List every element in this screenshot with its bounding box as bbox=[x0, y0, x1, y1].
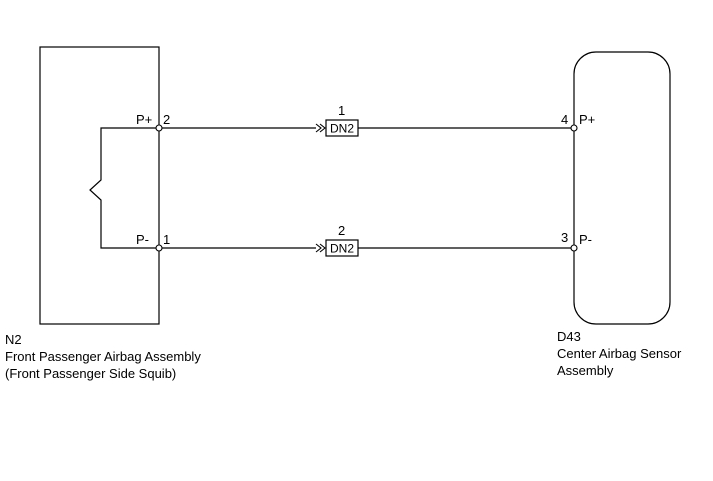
right-component-caption: D43 Center Airbag Sensor Assembly bbox=[557, 328, 681, 379]
right-terminal-pin: 3 bbox=[561, 230, 568, 245]
connector-label: DN2 bbox=[330, 242, 354, 256]
left-terminal-name: P- bbox=[136, 232, 149, 247]
squib-element bbox=[89, 127, 158, 249]
connector-arrow-icon bbox=[315, 243, 326, 253]
terminal-dot bbox=[155, 244, 163, 252]
terminal-dot bbox=[570, 244, 578, 252]
left-terminal-pin: 1 bbox=[163, 232, 170, 247]
left-component-body bbox=[39, 46, 160, 325]
right-terminal-name: P+ bbox=[579, 112, 595, 127]
connector-pin: 2 bbox=[338, 223, 345, 238]
right-terminal-pin: 4 bbox=[561, 112, 568, 127]
left-component-name: Front Passenger Airbag Assembly bbox=[5, 349, 201, 364]
right-component-name: Center Airbag Sensor bbox=[557, 346, 682, 361]
right-terminal-name: P- bbox=[579, 232, 592, 247]
connector-pin: 1 bbox=[338, 103, 345, 118]
right-component-code: D43 bbox=[557, 329, 581, 344]
terminal-dot bbox=[155, 124, 163, 132]
right-component-body bbox=[573, 51, 671, 325]
left-component-subname: (Front Passenger Side Squib) bbox=[5, 366, 177, 381]
left-component-code: N2 bbox=[5, 332, 22, 347]
right-component-subname: Assembly bbox=[557, 363, 614, 378]
left-terminal-pin: 2 bbox=[163, 112, 170, 127]
left-component-caption: N2 Front Passenger Airbag Assembly (Fron… bbox=[5, 331, 201, 382]
connector-arrow-icon bbox=[315, 123, 326, 133]
left-terminal-name: P+ bbox=[136, 112, 152, 127]
connector-label: DN2 bbox=[330, 122, 354, 136]
terminal-dot bbox=[570, 124, 578, 132]
